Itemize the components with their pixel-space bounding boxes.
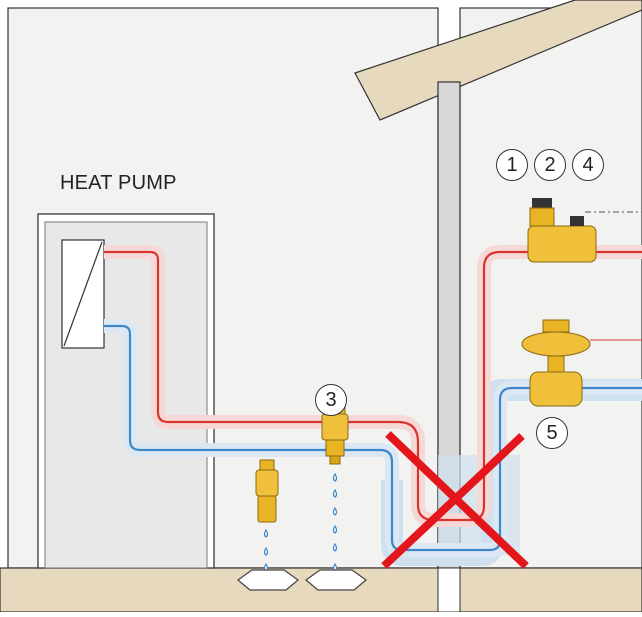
callout-5: 5 [536, 417, 568, 449]
cross-icon [381, 431, 529, 569]
cold-return-pipe [104, 319, 642, 557]
dirt-separator-icon [255, 459, 279, 523]
callout-4: 4 [572, 149, 604, 181]
roof-beam [354, 0, 642, 121]
air-vent-icon [527, 198, 597, 263]
hot-flow-pipe [104, 245, 642, 527]
heat-exchanger-icon [61, 239, 105, 349]
drain-funnel [237, 569, 367, 591]
callout-1: 1 [496, 149, 528, 181]
pressure-reducing-valve-icon [521, 319, 591, 407]
heat-pump-label: HEAT PUMP [60, 172, 177, 194]
callout-2: 2 [534, 149, 566, 181]
dirt-separator-icon [321, 401, 349, 465]
wall-foundation [437, 567, 461, 613]
callout-3: 3 [315, 384, 347, 416]
